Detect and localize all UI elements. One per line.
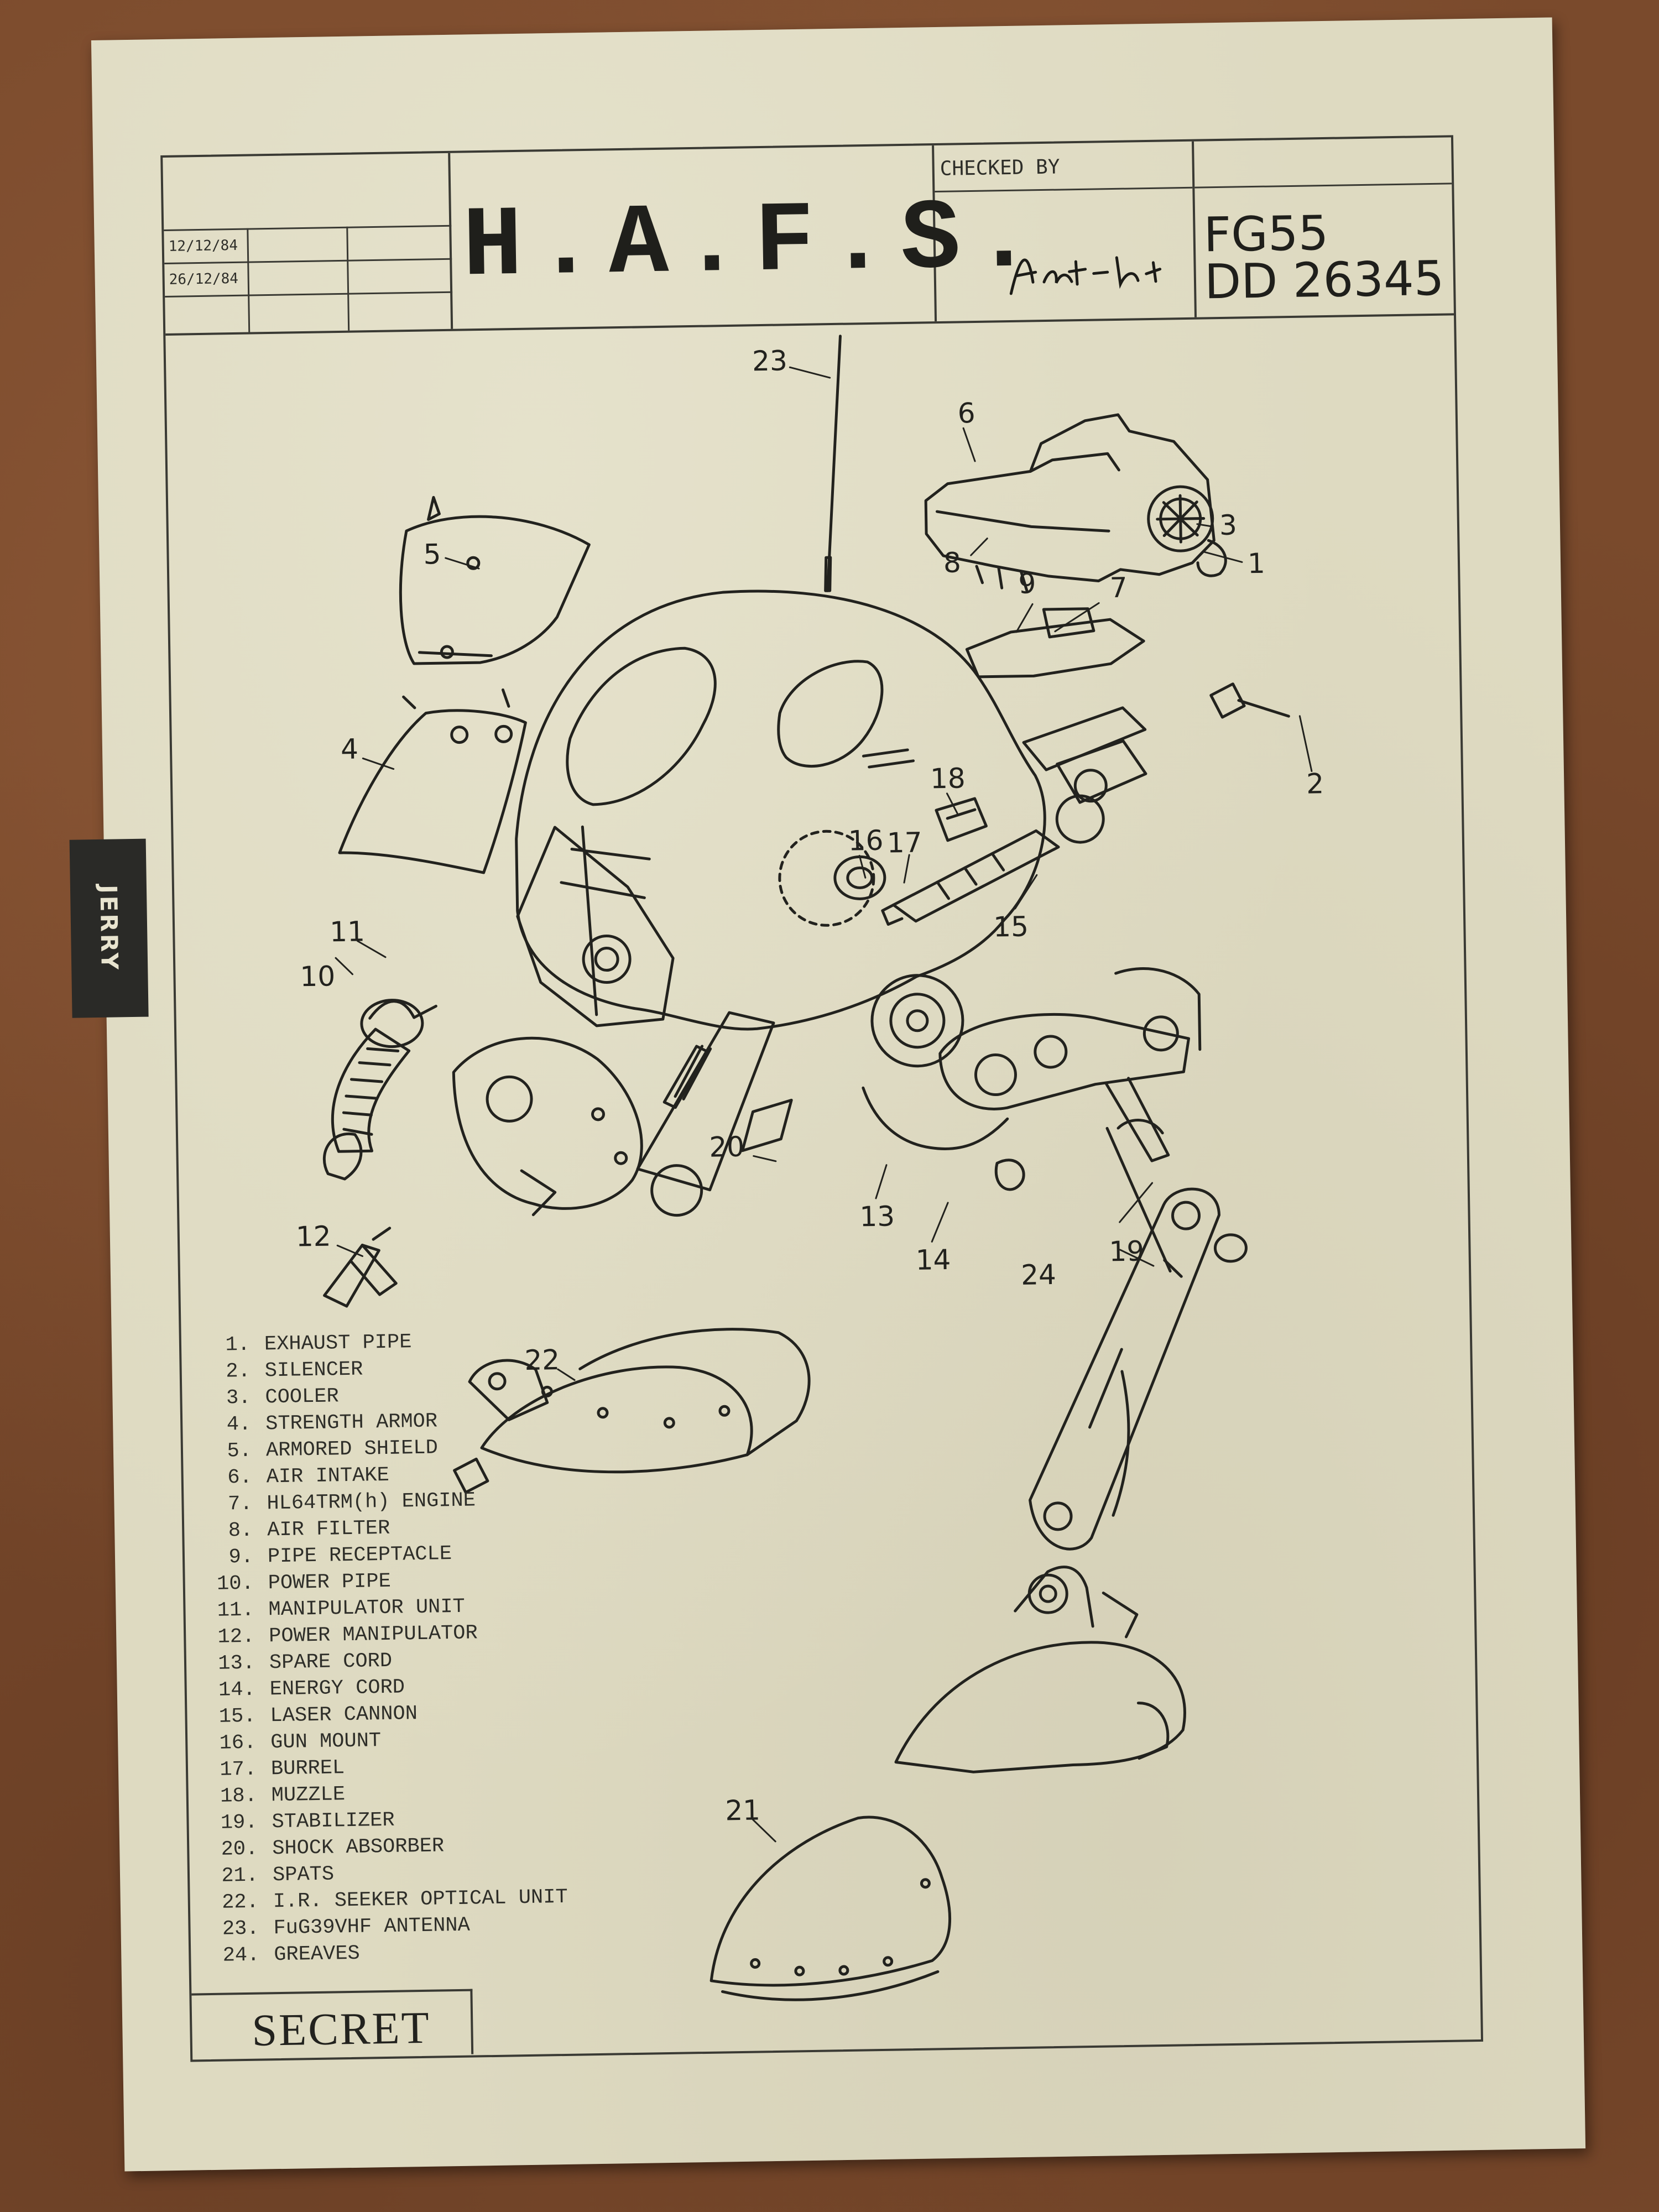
manipulator-cover [452,1036,643,1217]
callout-7: 7 [1109,572,1128,604]
muzzle [935,797,988,842]
list-item: 22.I.R. SEEKER OPTICAL UNIT [221,1885,568,1914]
classification-label: SECRET [251,2002,431,2056]
ir-seeker [453,1359,549,1494]
callout-11: 11 [330,915,366,948]
right-arm [938,967,1202,1162]
parts-list: 1.EXHAUST PIPE 2.SILENCER 3.COOLER 4.STR… [204,1327,569,1969]
callout-9: 9 [1018,567,1036,599]
callout-2: 2 [1306,768,1324,800]
power-pipe [322,999,437,1181]
callout-19: 19 [1109,1235,1145,1267]
side-tab: JERRY [69,838,149,1018]
callout-8: 8 [943,546,961,578]
laser-cannon [881,706,1147,926]
callout-5: 5 [423,538,441,570]
title-block: 12/12/84 26/12/84 H.A.F.S. CHECKED BY FG… [163,137,1454,336]
callout-23: 23 [752,345,788,377]
callout-18: 18 [930,762,966,795]
right-spats [709,1815,952,2001]
callout-10: 10 [300,960,336,993]
strength-armor [338,688,527,874]
main-hull [515,589,1046,1068]
silencer-bracket [1209,682,1290,719]
blueprint-card: JERRY 12/12/84 26/12/84 H.A.F.S. CHECKED… [69,17,1586,2172]
callout-4: 4 [341,733,359,765]
exploded-view-drawing: 23 6 3 1 8 9 7 2 5 4 11 10 12 16 17 18 1… [295,335,1324,2001]
gun-mount [833,855,886,900]
callout-12: 12 [295,1220,331,1253]
greaves [1029,1187,1248,1551]
callout-17: 17 [886,827,922,859]
callout-14: 14 [915,1244,951,1276]
drawing-frame: 12/12/84 26/12/84 H.A.F.S. CHECKED BY FG… [160,135,1484,2062]
callout-1: 1 [1248,547,1266,580]
power-manipulator [323,1227,398,1308]
left-foot-spats [480,1328,811,1474]
callout-6: 6 [957,397,975,429]
right-foot [894,1566,1186,1773]
callout-20: 20 [709,1131,745,1164]
energy-cord [862,1086,1025,1191]
left-leg [636,1011,793,1217]
callout-24: 24 [1021,1259,1057,1291]
inspector-signature [1009,256,1162,295]
callout-3: 3 [1219,509,1237,541]
engine-assembly [924,413,1227,679]
callout-21: 21 [725,1794,761,1827]
armored-shield [399,495,591,665]
callout-22: 22 [524,1344,560,1376]
antenna-part-23 [824,335,842,592]
list-item: 24.GREAVES [222,1942,361,1968]
callout-13: 13 [859,1200,895,1233]
classification-box: SECRET [191,1989,474,2059]
side-tab-label: JERRY [95,884,123,972]
callout-16: 16 [848,825,884,857]
callout-15: 15 [993,911,1029,943]
leader-lines [335,366,1313,1843]
